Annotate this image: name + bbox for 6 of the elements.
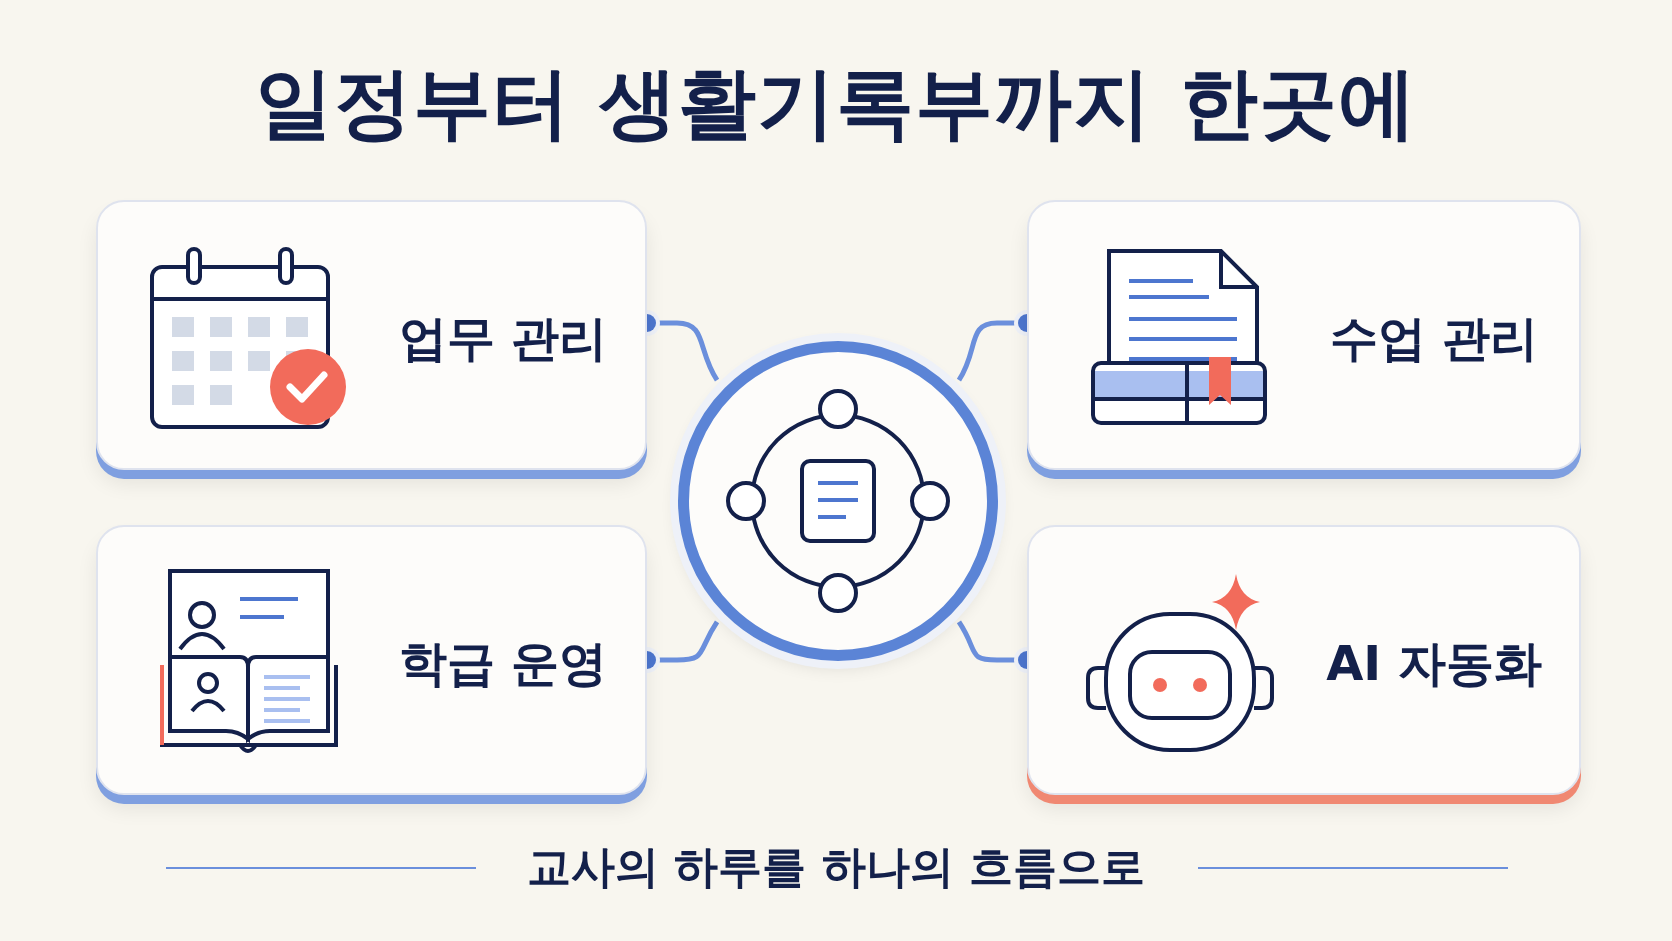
card-label: 수업 관리 (1328, 309, 1540, 368)
card-label: 업무 관리 (397, 309, 609, 368)
title: 일정부터 생활기록부까지 한곳에 (253, 57, 1419, 150)
card-label: 학급 운영 (397, 634, 609, 693)
card-label: AI 자동화 (1325, 634, 1543, 693)
caption: 교사의 하루를 하나의 흐름으로 (527, 840, 1145, 894)
